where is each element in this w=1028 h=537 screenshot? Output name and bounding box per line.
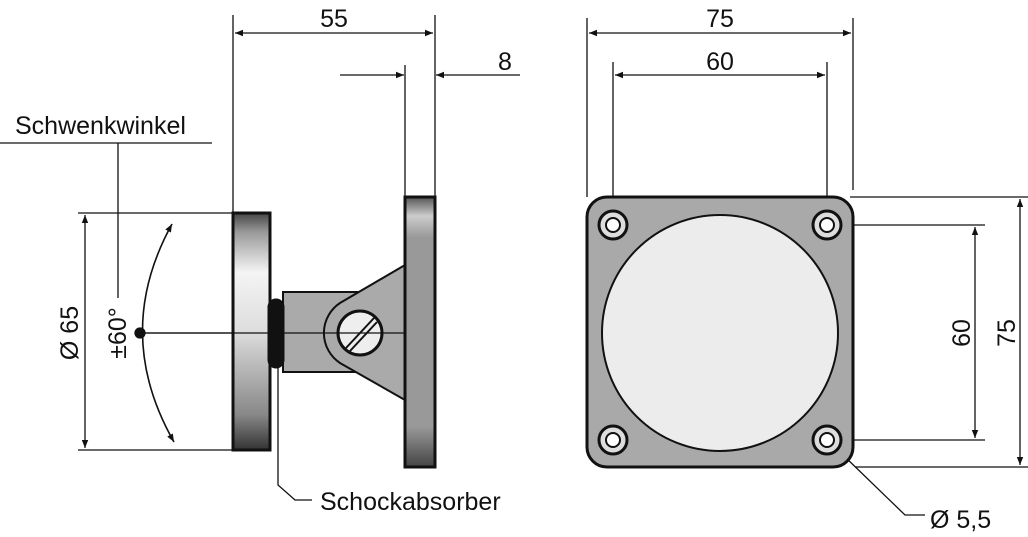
dim-60-top-label: 60 (706, 48, 734, 76)
mounting-holes (597, 209, 843, 456)
diameter-65-label: Ø 65 (56, 306, 84, 360)
left-view-text: Schwenkwinkel Schockabsorber Ø 65 ±60° 5… (15, 5, 512, 516)
sensor-disk (231, 211, 272, 452)
dim-75-side-label: 75 (993, 319, 1021, 347)
dim-75-top-label: 75 (706, 5, 734, 33)
dim-8-label: 8 (498, 48, 512, 76)
shock-absorber-label: Schockabsorber (320, 488, 501, 516)
front-view-dimensions (586, 18, 1028, 516)
left-view-parts (140, 195, 437, 469)
front-view (585, 195, 855, 469)
front-view-text: 75 60 60 75 Ø 5,5 (706, 5, 1021, 534)
mounting-plate (403, 195, 437, 469)
sensor-face (601, 214, 839, 452)
shock-absorber-leader (277, 367, 312, 501)
hole-leader (841, 453, 925, 516)
angle-label: ±60° (104, 307, 132, 359)
swivel-angle-label: Schwenkwinkel (15, 112, 186, 140)
hole-diameter-label: Ø 5,5 (930, 506, 991, 534)
dim-60-side-label: 60 (948, 319, 976, 347)
dim-55-label: 55 (320, 5, 348, 33)
